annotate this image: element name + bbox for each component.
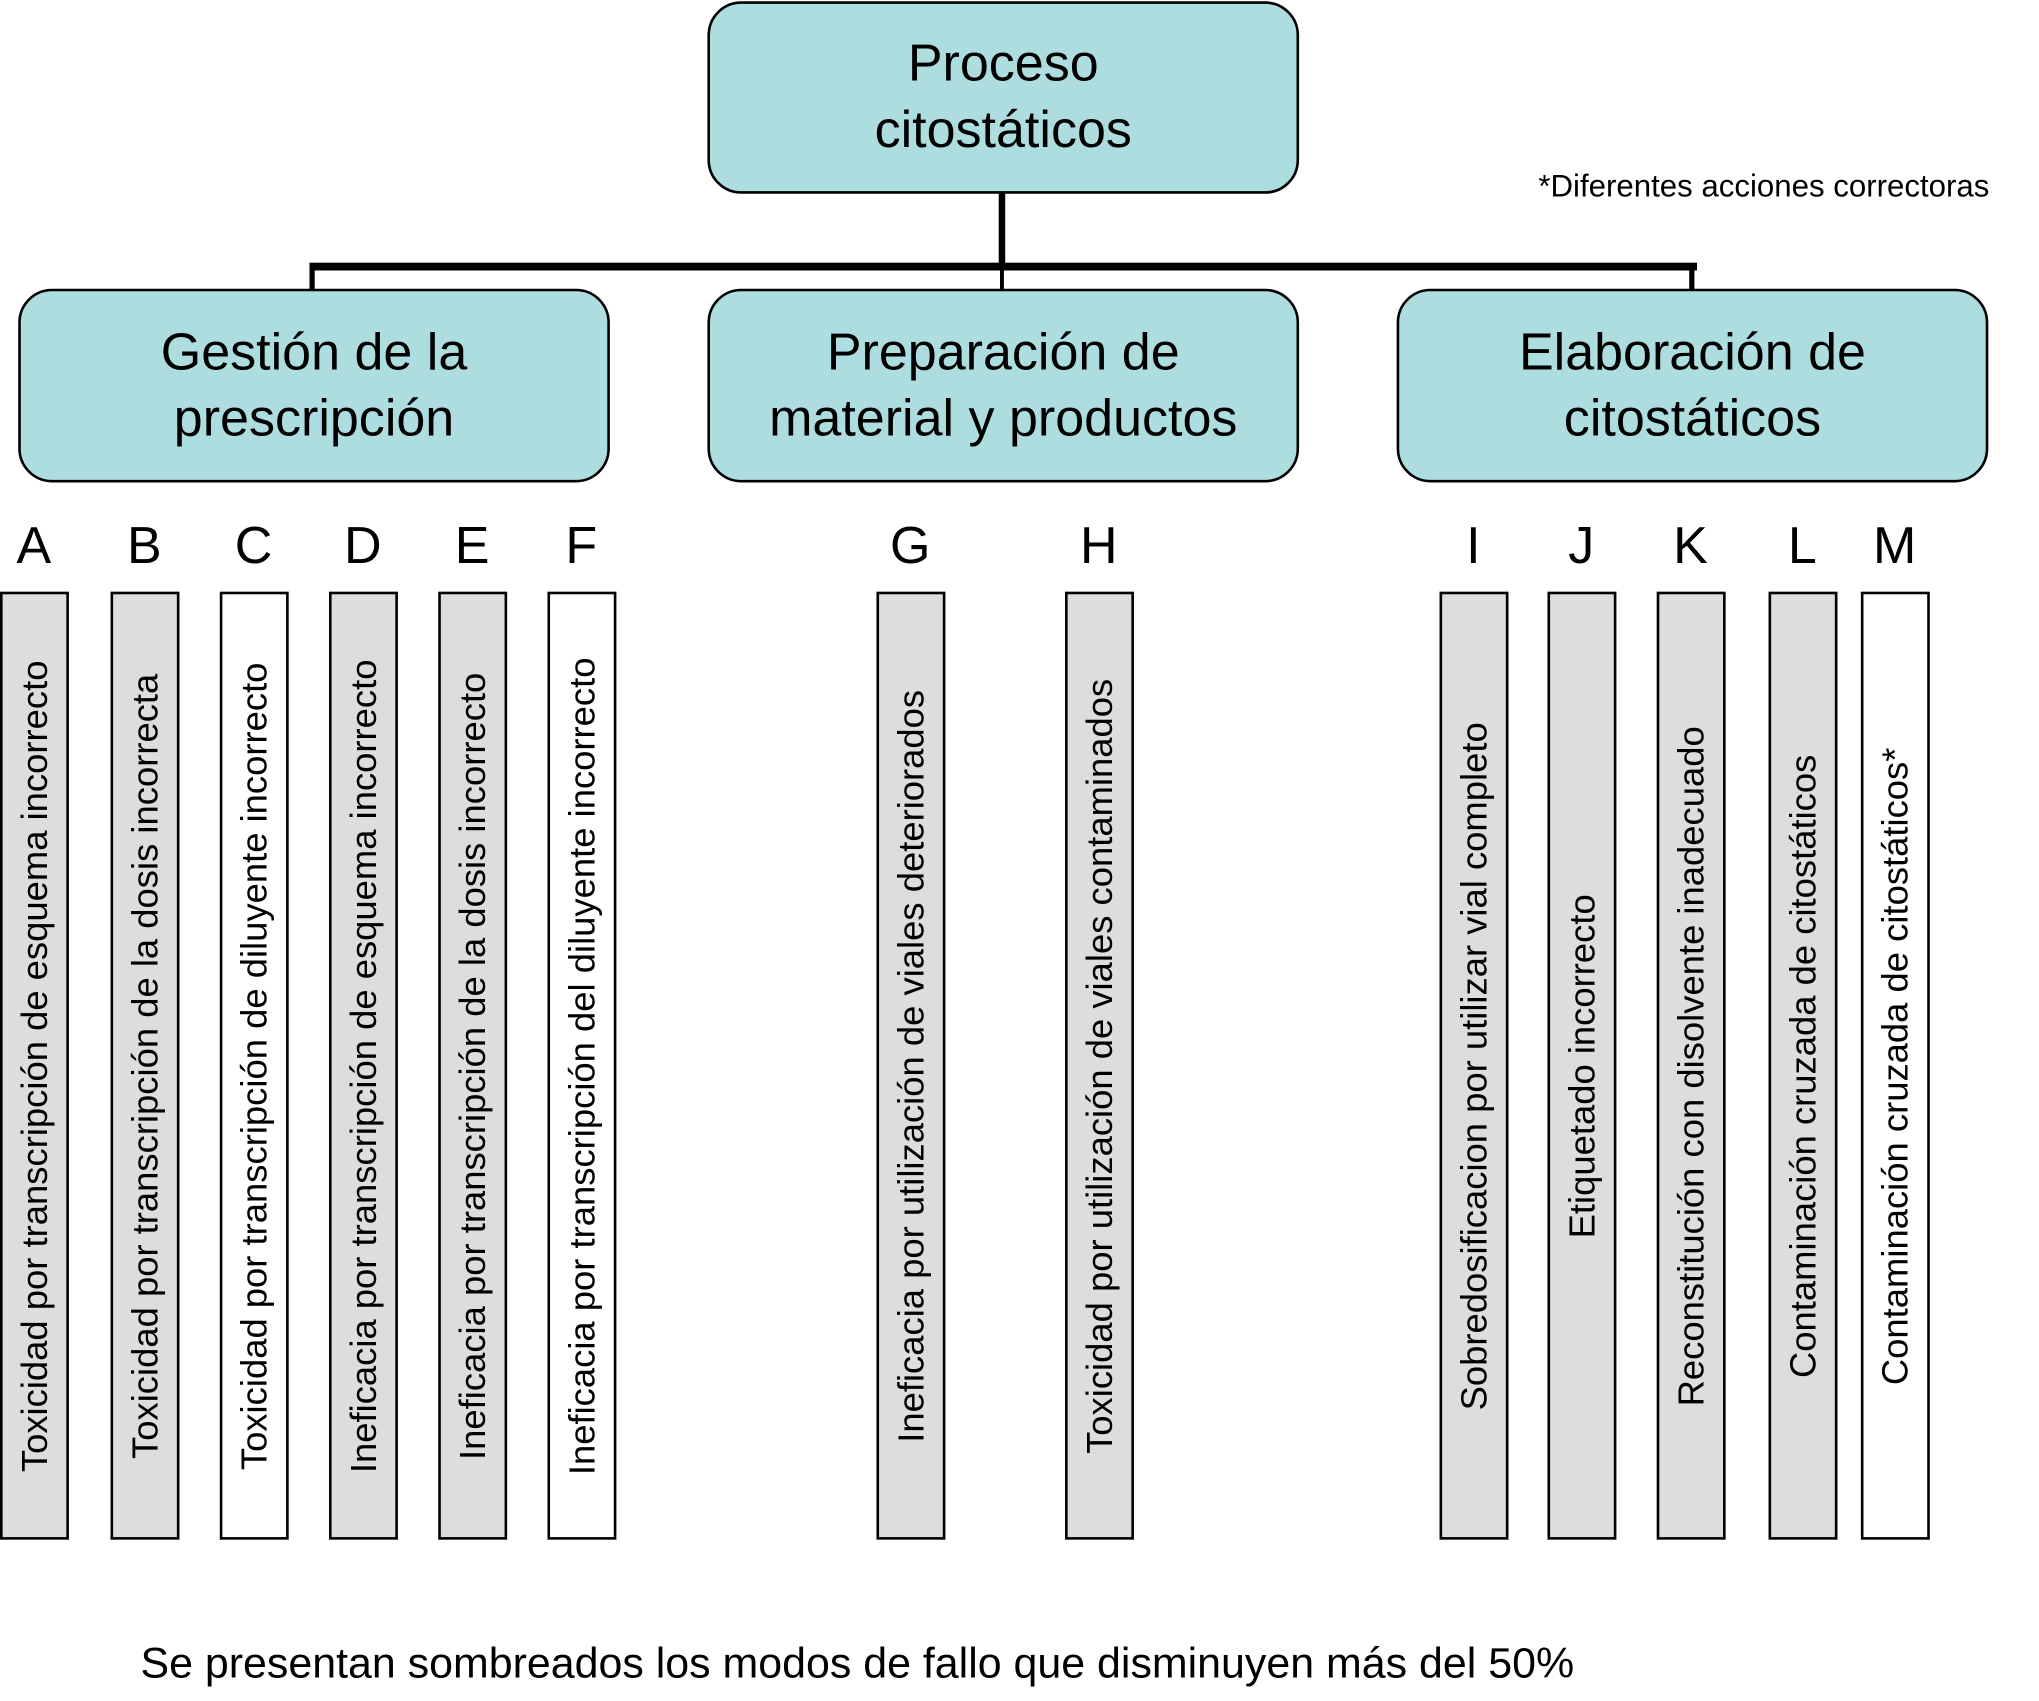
- failure-mode-box: Toxicidad por utilización de viales cont…: [1065, 591, 1134, 1540]
- failure-mode-box: Ineficacia por transcripción del diluyen…: [547, 591, 617, 1540]
- failure-mode-letter: F: [565, 517, 598, 575]
- failure-mode-text: Toxicidad por transcripción de diluyente…: [233, 661, 274, 1470]
- branch-label-line2: citostáticos: [1563, 389, 1822, 447]
- failure-mode-box: Toxicidad por transcripción de esquema i…: [0, 591, 69, 1540]
- branch-node-elaboration: Elaboración de citostáticos: [1396, 288, 1989, 483]
- branch-label-line1: Preparación de: [826, 323, 1180, 381]
- failure-mode-letter: H: [1080, 517, 1118, 575]
- failure-mode-text: Ineficacia por transcripción del diluyen…: [561, 656, 602, 1475]
- failure-mode-box: Ineficacia por utilización de viales det…: [876, 591, 946, 1540]
- failure-mode-letter: I: [1466, 517, 1481, 575]
- failure-mode-letter: E: [454, 517, 490, 575]
- failure-mode-letter: B: [126, 517, 162, 575]
- connector-branch-2: [1000, 266, 1004, 290]
- failure-mode-text: Ineficacia por transcripción de la dosis…: [451, 672, 493, 1460]
- failure-mode-text: Contaminación cruzada de citostáticos*: [1874, 746, 1915, 1385]
- failure-mode-letter: L: [1787, 517, 1817, 575]
- branch-node-preparation: Preparación de material y productos: [707, 288, 1300, 483]
- failure-mode-text: Toxicidad por utilización de viales cont…: [1078, 678, 1119, 1454]
- failure-mode-text: Ineficacia por utilización de viales det…: [890, 689, 931, 1443]
- connector-root-vertical: [998, 192, 1006, 271]
- root-label-line2: citostáticos: [874, 101, 1132, 159]
- failure-mode-letter: C: [234, 517, 273, 575]
- failure-mode-letter: J: [1568, 517, 1595, 575]
- failure-mode-box: Toxicidad por transcripción de diluyente…: [219, 591, 289, 1540]
- failure-mode-text: Contaminación cruzada de citostáticos: [1782, 753, 1823, 1378]
- footnote: *Diferentes acciones correctoras: [1538, 169, 1990, 205]
- failure-mode-letter: K: [1673, 517, 1708, 575]
- failure-mode-box: Contaminación cruzada de citostáticos*: [1860, 591, 1930, 1540]
- failure-mode-letter: D: [344, 517, 382, 575]
- failure-mode-box: Reconstitución con disolvente inadecuado: [1656, 591, 1726, 1540]
- failure-mode-box: Sobredosificacion por utilizar vial comp…: [1439, 591, 1509, 1540]
- failure-mode-letter: A: [16, 517, 52, 575]
- connector-branch-3: [1689, 266, 1695, 290]
- connector-branch-1: [309, 266, 315, 290]
- branch-node-prescription: Gestión de la prescripción: [18, 288, 610, 483]
- failure-mode-letter: G: [890, 517, 931, 575]
- caption: Se presentan sombreados los modos de fal…: [140, 1638, 1575, 1687]
- branch-label-line2: prescripción: [173, 389, 455, 447]
- branch-label-line1: Elaboración de: [1518, 323, 1866, 381]
- failure-mode-text: Reconstitución con disolvente inadecuado: [1670, 725, 1711, 1406]
- failure-mode-text: Toxicidad por transcripción de la dosis …: [124, 673, 165, 1459]
- failure-mode-text: Sobredosificacion por utilizar vial comp…: [1453, 721, 1494, 1410]
- failure-mode-text: Ineficacia por transcripción de esquema …: [342, 658, 383, 1473]
- failure-mode-box: Contaminación cruzada de citostáticos: [1768, 591, 1838, 1540]
- root-node: Proceso citostáticos: [707, 1, 1300, 194]
- root-label-line1: Proceso: [907, 35, 1099, 93]
- failure-mode-box: Ineficacia por transcripción de la dosis…: [438, 591, 508, 1540]
- failure-mode-text: Toxicidad por transcripción de esquema i…: [13, 659, 54, 1472]
- failure-mode-letter: M: [1873, 517, 1917, 575]
- failure-mode-box: Toxicidad por transcripción de la dosis …: [110, 591, 180, 1540]
- failure-mode-box: Ineficacia por transcripción de esquema …: [329, 591, 398, 1540]
- branch-label-line2: material y productos: [769, 389, 1238, 447]
- failure-mode-text: Etiquetado incorrecto: [1561, 893, 1602, 1238]
- branch-label-line1: Gestión de la: [160, 323, 468, 381]
- failure-mode-box: Etiquetado incorrecto: [1547, 591, 1617, 1540]
